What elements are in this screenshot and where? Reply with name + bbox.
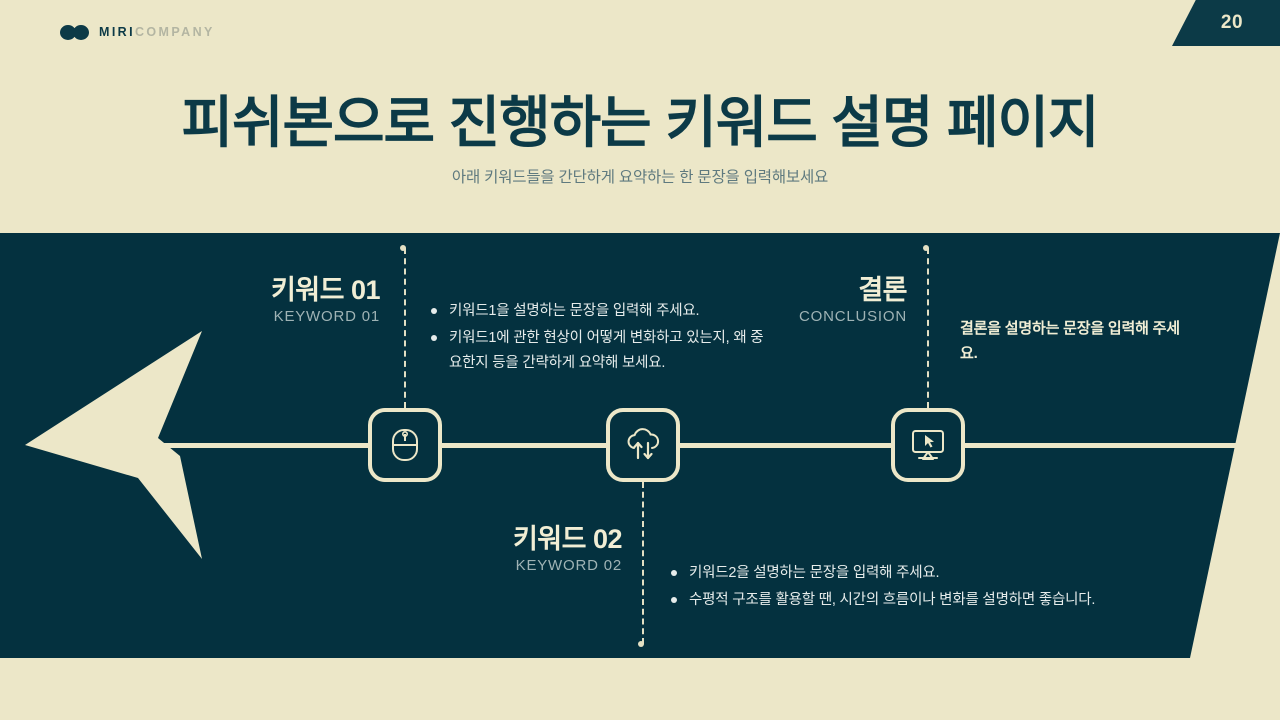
keyword1-bullets: 키워드1을 설명하는 문장을 입력해 주세요. 키워드1에 관한 현상이 어떻게…	[430, 299, 770, 378]
logo-text-secondary: COMPANY	[135, 25, 215, 39]
conclusion-heading: 결론 CONCLUSION	[640, 274, 908, 327]
brand-logo: MIRI COMPANY	[60, 22, 215, 42]
keyword2-subtitle: KEYWORD 02	[515, 557, 622, 574]
fishbone-spine	[130, 443, 1238, 448]
node-conclusion[interactable]	[891, 408, 965, 482]
fishbone-arrow-icon	[25, 331, 202, 559]
page-subtitle: 아래 키워드들을 간단하게 요약하는 한 문장을 입력해보세요	[451, 169, 829, 186]
cloud-sync-icon	[627, 428, 660, 460]
list-item: 수평적 구조를 활용할 땐, 시간의 흐름이나 변화를 설명하면 좋습니다.	[670, 588, 1210, 613]
keyword1-title: 키워드 01	[270, 275, 381, 305]
list-item: 키워드2을 설명하는 문장을 입력해 주세요.	[670, 561, 1210, 586]
connector-keyword1-cap	[400, 245, 406, 251]
conclusion-subtitle: CONCLUSION	[798, 308, 907, 325]
keyword1-subtitle: KEYWORD 01	[273, 308, 380, 325]
page-number-label: 20	[1220, 12, 1244, 33]
node-keyword1[interactable]	[368, 408, 442, 482]
conclusion-title: 결론	[858, 275, 907, 305]
connector-keyword2-cap	[638, 641, 644, 647]
page-title: 피쉬본으로 진행하는 키워드 설명 페이지	[181, 91, 1099, 154]
connector-conclusion	[927, 248, 931, 408]
list-item: 키워드1을 설명하는 문장을 입력해 주세요.	[430, 299, 770, 324]
keyword2-bullets: 키워드2을 설명하는 문장을 입력해 주세요. 수평적 구조를 활용할 땐, 시…	[670, 561, 1210, 615]
keyword2-title: 키워드 02	[512, 524, 623, 554]
connector-keyword1	[404, 248, 408, 408]
logo-text-primary: MIRI	[99, 25, 135, 39]
monitor-cursor-icon	[912, 430, 944, 460]
node-keyword2[interactable]	[606, 408, 680, 482]
connector-keyword2	[642, 482, 646, 644]
connector-conclusion-cap	[923, 245, 929, 251]
page-number-badge: 20	[1172, 0, 1280, 46]
keyword1-heading: 키워드 01 KEYWORD 01	[120, 274, 381, 327]
logo-mark-icon	[60, 24, 90, 40]
keyword2-heading: 키워드 02 KEYWORD 02	[360, 523, 623, 576]
mouse-icon	[392, 429, 418, 461]
conclusion-body: 결론을 설명하는 문장을 입력해 주세요.	[960, 320, 1180, 362]
list-item: 키워드1에 관한 현상이 어떻게 변화하고 있는지, 왜 중요한지 등을 간략하…	[430, 326, 770, 376]
